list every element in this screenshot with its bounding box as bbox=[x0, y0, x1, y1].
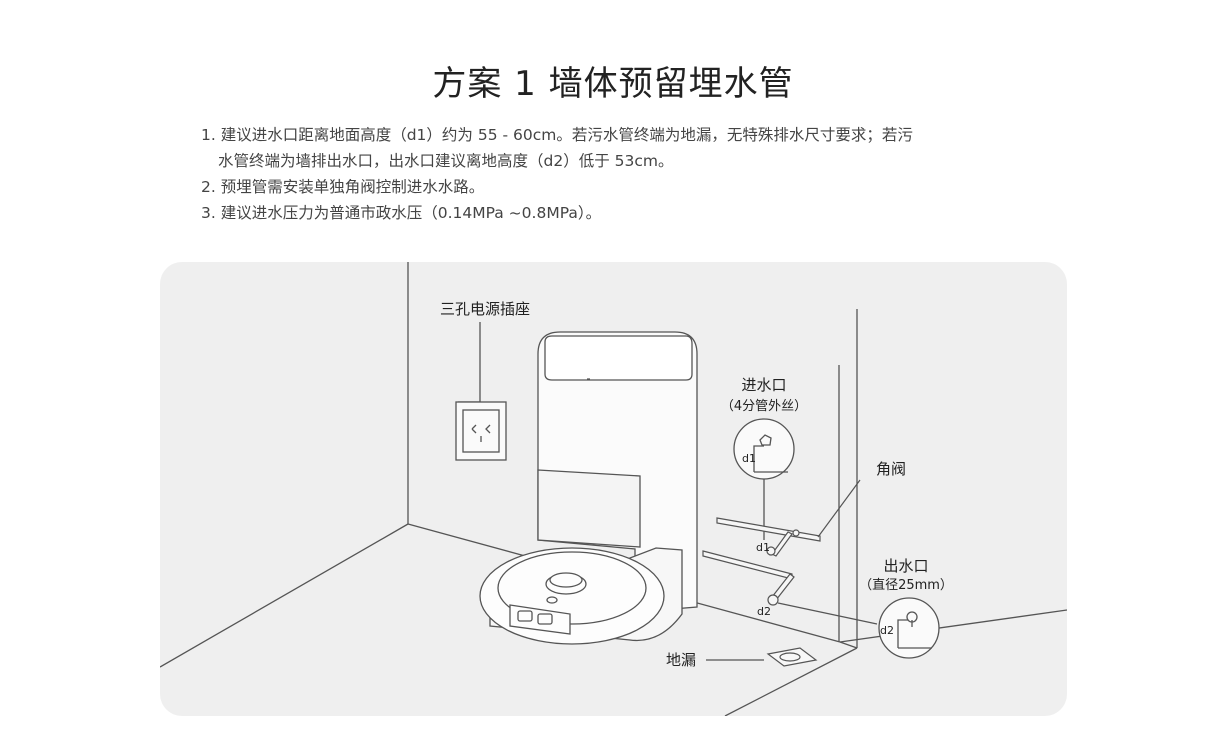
installation-diagram: 三孔电源插座 进水口 （4分管外丝） 角阀 出水口 （直径25mm） 地漏 d1… bbox=[160, 262, 1067, 716]
valve-label: 角阀 bbox=[876, 460, 906, 478]
floor-drain-icon bbox=[706, 647, 818, 667]
socket-label: 三孔电源插座 bbox=[440, 300, 530, 318]
outlet-sub-label: （直径25mm） bbox=[859, 578, 953, 593]
d2-callout-label: d2 bbox=[880, 624, 894, 637]
robot-vacuum bbox=[479, 547, 683, 645]
inlet-sub-label: （4分管外丝） bbox=[721, 399, 807, 414]
note-1-continued: 水管终端为墙排出水口，出水口建议离地高度（d2）低于 53cm。 bbox=[218, 152, 674, 170]
drain-label: 地漏 bbox=[666, 651, 696, 669]
d2-label: d2 bbox=[757, 605, 771, 618]
inlet-pipe-valve bbox=[716, 479, 861, 557]
outlet-detail-callout bbox=[878, 597, 940, 659]
inlet-label: 进水口 bbox=[741, 376, 786, 394]
note-3: 3. 建议进水压力为普通市政水压（0.14MPa ~0.8MPa）。 bbox=[201, 204, 602, 222]
power-socket-icon bbox=[455, 322, 507, 461]
outlet-label: 出水口 bbox=[883, 557, 928, 575]
page-title: 方案 1 墙体预留埋水管 bbox=[432, 64, 794, 104]
installation-notes: 1. 建议进水口距离地面高度（d1）约为 55 - 60cm。若污水管终端为地漏… bbox=[201, 122, 1041, 226]
docking-station bbox=[537, 331, 698, 613]
inlet-detail-callout bbox=[733, 418, 795, 540]
d1-callout-label: d1 bbox=[742, 452, 756, 465]
note-1: 1. 建议进水口距离地面高度（d1）约为 55 - 60cm。若污水管终端为地漏… bbox=[201, 126, 913, 144]
diagram-svg: 三孔电源插座 进水口 （4分管外丝） 角阀 出水口 （直径25mm） 地漏 d1… bbox=[160, 262, 1067, 716]
outlet-pipe bbox=[702, 550, 878, 625]
note-2: 2. 预埋管需安装单独角阀控制进水水路。 bbox=[201, 178, 485, 196]
d1-label: d1 bbox=[756, 541, 770, 554]
